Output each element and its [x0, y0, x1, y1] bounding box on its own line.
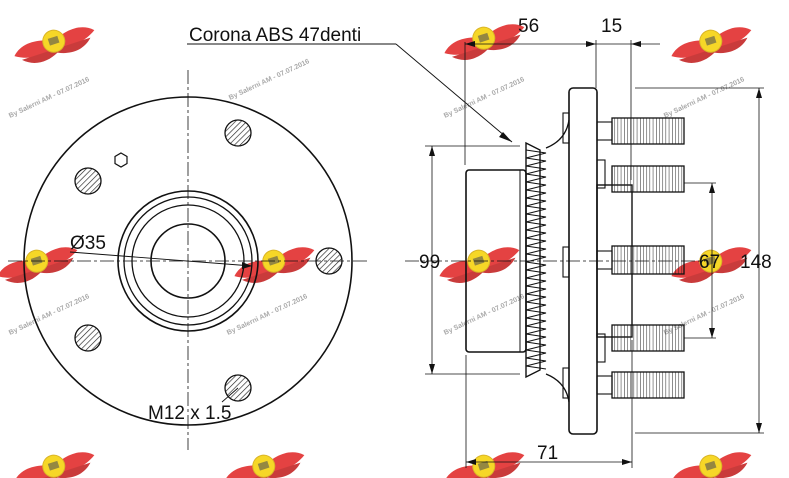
dimension-15: 15: [595, 16, 660, 180]
dimension-67: 67: [684, 182, 720, 339]
dimension-56: 56: [464, 16, 596, 165]
bolt-hole-right: [315, 247, 343, 275]
stud-3: [611, 245, 685, 275]
bolt-head-2: [562, 246, 570, 278]
diameter-label: Ø35: [70, 233, 106, 254]
stud-2: [611, 165, 685, 193]
bolt-hole-lower-left: [74, 324, 102, 352]
dim-71-label: 71: [537, 443, 558, 464]
dimension-71: 71: [465, 340, 633, 468]
stud-shank-1: [596, 121, 613, 141]
hub-circle-2: [123, 196, 253, 326]
watermark-logo-11: [439, 442, 530, 478]
side-view: 56 15 99 67: [187, 16, 772, 468]
abs-tone-ring: [525, 141, 547, 379]
watermark-logo-12: [666, 442, 757, 478]
watermark-logo-2: [439, 14, 530, 67]
watermark-text-4: By Salerni AM - 07.07.2016: [228, 58, 311, 102]
dim-56-label: 56: [518, 16, 539, 37]
bolt-head-4: [596, 159, 606, 189]
hub-circle-3: [131, 204, 245, 318]
corona-arrow: [499, 132, 512, 142]
dim-99-label: 99: [419, 252, 440, 273]
dimension-99: 99: [419, 145, 520, 375]
watermark-text-2: By Salerni AM - 07.07.2016: [443, 76, 526, 120]
watermark-text-1: By Salerni AM - 07.07.2016: [8, 76, 91, 120]
flange-neck: [545, 119, 570, 403]
bolt-head-1: [562, 112, 570, 144]
stud-4: [611, 324, 685, 352]
bolt-head-3: [562, 367, 570, 399]
watermark-logo-1: [9, 17, 100, 70]
dim-148-label: 148: [740, 252, 772, 273]
watermark-logo-7: [434, 237, 525, 290]
stud-shank-3: [596, 250, 613, 270]
watermark-logo-9: [9, 442, 100, 478]
bolt-head-5: [596, 333, 606, 363]
dim-67-label: 67: [699, 252, 720, 273]
wheel-studs: [596, 117, 685, 399]
bolt-hole-top: [224, 119, 252, 147]
diameter-leader-line: [69, 251, 253, 267]
small-hex-hole: [114, 152, 128, 168]
front-view: Ø35 M12 x 1.5: [8, 70, 370, 450]
stud-1: [611, 117, 685, 145]
watermark-logo-3: [666, 17, 757, 70]
watermark-text-3: By Salerni AM - 07.07.2016: [663, 76, 746, 120]
dimension-148: 148: [635, 87, 772, 434]
abs-teeth: [525, 149, 547, 370]
hub-circle-1: [117, 190, 259, 332]
bolt-hole-upper-left: [74, 167, 102, 195]
bore-circle: [150, 223, 226, 299]
flange-outer-circle: [23, 96, 353, 426]
stud-shank-5: [596, 375, 613, 395]
corona-label: Corona ABS 47denti: [189, 25, 361, 46]
thread-leader-line: [221, 387, 239, 403]
corona-callout: Corona ABS 47denti: [187, 25, 513, 143]
watermark-text-7: By Salerni AM - 07.07.2016: [443, 293, 526, 337]
dim-15-label: 15: [601, 16, 622, 37]
watermark-logo-10: [219, 442, 310, 478]
corona-leader-line: [395, 43, 513, 143]
thread-label: M12 x 1.5: [148, 403, 231, 424]
diameter-arrow: [242, 262, 252, 269]
stud-5: [611, 371, 685, 399]
